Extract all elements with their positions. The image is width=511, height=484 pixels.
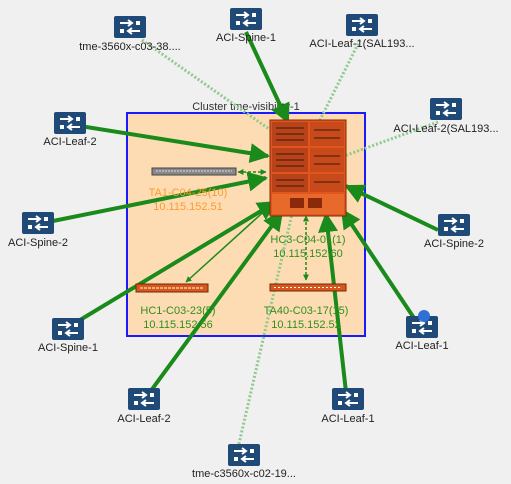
switch-node-tme3560c02[interactable]: tme-c3560x-c02-19... <box>192 443 296 480</box>
link-spine1top-hc3 <box>244 31 290 124</box>
device-label-ta1-name: TA1-C04-25(10) <box>149 187 228 199</box>
device-label-hc1-name: HC1-C03-23(5) <box>140 305 215 317</box>
link-leaf1right-hc3 <box>340 208 416 320</box>
switch-node-tme3560c03[interactable]: tme-3560x-c03-38.... <box>79 15 181 53</box>
switch-label: ACI-Leaf-1(SAL193... <box>309 38 414 50</box>
solid-links <box>47 31 439 394</box>
device-ta40[interactable] <box>269 283 347 292</box>
switch-node-leaf2bottom[interactable]: ACI-Leaf-2 <box>117 387 171 425</box>
device-label-ta40-name: TA40-C03-17(15) <box>264 305 349 317</box>
switch-icon <box>51 317 85 341</box>
switch-icon <box>429 97 463 121</box>
switch-label: ACI-Leaf-2 <box>117 413 170 425</box>
link-hc1-hc3 <box>185 205 271 283</box>
switch-icon <box>113 15 147 39</box>
device-label-hc1-ip: 10.115.152.56 <box>143 319 213 331</box>
device-label-ta40-ip: 10.115.152.52 <box>271 319 341 331</box>
link-leaf1bottom-hc3 <box>318 212 348 393</box>
device-label-hc3-name: HC3-C04-01(1) <box>270 234 345 246</box>
switch-node-leaf1right[interactable]: ACI-Leaf-1 <box>395 310 449 352</box>
switch-label: tme-c3560x-c02-19... <box>192 468 296 480</box>
dotted-links <box>141 38 439 449</box>
link-spine2right-hc3 <box>344 184 439 232</box>
switch-node-leaf1bottom[interactable]: ACI-Leaf-1 <box>321 387 375 425</box>
switch-label: ACI-Leaf-1 <box>321 413 374 425</box>
switch-icon <box>229 7 263 31</box>
switch-label: ACI-Leaf-2(SAL193... <box>393 123 498 135</box>
switch-label: ACI-Spine-1 <box>216 32 276 44</box>
switch-icon <box>227 443 261 467</box>
switch-icon <box>345 13 379 37</box>
server-stack-hc3[interactable] <box>269 119 347 217</box>
switch-node-spine2right[interactable]: ACI-Spine-2 <box>424 213 484 250</box>
device-hc1[interactable] <box>135 283 209 293</box>
switch-icon <box>331 387 365 411</box>
switch-node-spine1top[interactable]: ACI-Spine-1 <box>216 7 276 44</box>
device-label-hc3-ip: 10.115.152.60 <box>273 248 343 260</box>
switch-label: ACI-Leaf-2 <box>43 136 96 148</box>
link-tme3560c02-hc3 <box>236 213 294 449</box>
switch-label: ACI-Spine-2 <box>424 238 484 250</box>
switch-icon <box>53 111 87 135</box>
switch-node-spine1left[interactable]: ACI-Spine-1 <box>38 317 98 354</box>
switch-label: ACI-Leaf-1 <box>395 340 448 352</box>
link-leaf2sal-hc3 <box>343 120 439 158</box>
switch-icon <box>437 213 471 237</box>
link-spine2left-hc3 <box>47 171 268 224</box>
switch-icon <box>21 211 55 235</box>
device-ta1[interactable] <box>151 167 237 176</box>
switch-label: ACI-Spine-1 <box>38 342 98 354</box>
switch-node-leaf1sal[interactable]: ACI-Leaf-1(SAL193... <box>309 13 415 50</box>
switch-node-leaf2left[interactable]: ACI-Leaf-2 <box>43 111 97 148</box>
switch-label: ACI-Spine-2 <box>8 237 68 249</box>
switch-icon <box>127 387 161 411</box>
status-dot <box>418 310 430 322</box>
link-tme3560c03-hc3 <box>141 38 283 140</box>
switch-node-spine2left[interactable]: ACI-Spine-2 <box>8 211 68 249</box>
switch-node-leaf2sal[interactable]: ACI-Leaf-2(SAL193... <box>393 97 499 135</box>
link-leaf2left-hc3 <box>79 124 270 164</box>
link-leaf1sal-hc3 <box>316 39 362 125</box>
device-label-ta1-ip: 10.115.152.51 <box>153 201 223 213</box>
switch-label: tme-3560x-c03-38.... <box>79 41 181 53</box>
